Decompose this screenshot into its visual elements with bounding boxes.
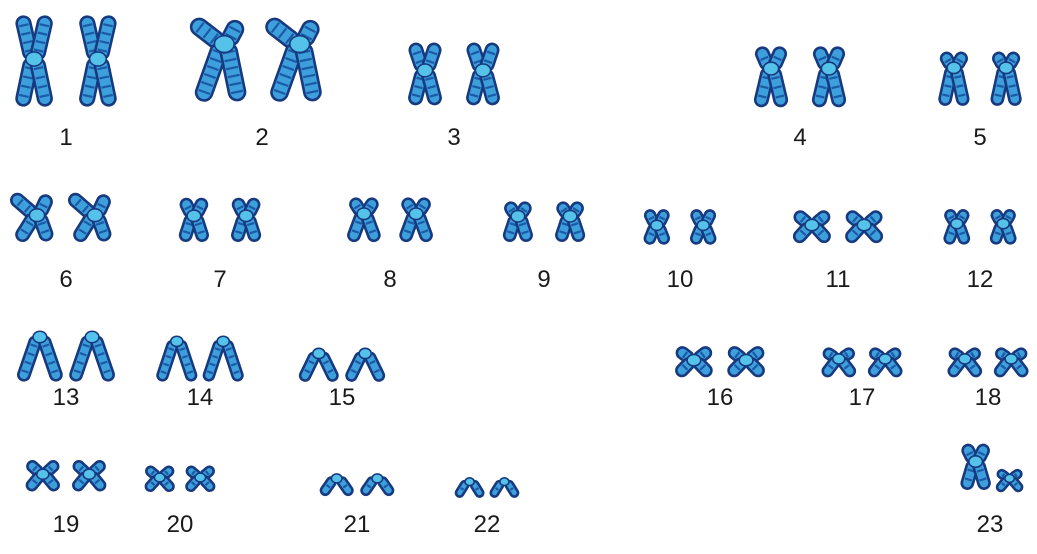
centromere [195, 473, 206, 482]
centromere [805, 219, 819, 231]
centromere [999, 62, 1013, 74]
centromere [26, 52, 43, 66]
centromere [763, 62, 778, 75]
chromosome-pair-22 [455, 478, 520, 498]
pair-label-12: 12 [967, 268, 994, 292]
chromosome-pair-16 [674, 345, 766, 378]
centromere [1005, 474, 1015, 482]
pair-label-9: 9 [537, 268, 550, 292]
centromere [879, 354, 891, 364]
chromosome-pair-7 [179, 197, 262, 242]
pair-label-23: 23 [977, 513, 1004, 537]
pair-label-15: 15 [329, 386, 356, 410]
centromere [171, 336, 183, 346]
chromosome-pair-13 [17, 331, 115, 382]
centromere [187, 210, 201, 222]
chromosome-pair-2 [188, 16, 322, 103]
centromere [239, 210, 253, 222]
centromere [697, 220, 709, 230]
centromere [857, 219, 871, 231]
centromere [90, 52, 107, 66]
chromosome-pair-5 [939, 51, 1022, 106]
pair-label-4: 4 [793, 126, 806, 150]
centromere [357, 208, 371, 220]
pair-label-6: 6 [59, 268, 72, 292]
centromere [83, 469, 95, 479]
centromere [217, 336, 229, 346]
pair-label-8: 8 [383, 268, 396, 292]
centromere [154, 473, 165, 482]
chromosome-pair-4 [754, 46, 846, 107]
pair-label-16: 16 [707, 386, 734, 410]
chromosome-pair-21 [319, 474, 394, 497]
centromere [500, 478, 509, 486]
pair-label-10: 10 [667, 268, 694, 292]
chromosome-pair-17 [821, 347, 903, 378]
centromere [511, 210, 525, 222]
pair-label-7: 7 [213, 268, 226, 292]
centromere [417, 64, 432, 77]
pair-label-13: 13 [53, 386, 80, 410]
chromosome-pair-3 [408, 42, 500, 105]
chromosome-pair-12 [943, 209, 1016, 245]
pair-label-17: 17 [849, 386, 876, 410]
centromere [87, 209, 102, 222]
chromosome-pair-18 [947, 347, 1029, 378]
centromere [1005, 354, 1017, 364]
chromosome-pair-15 [298, 348, 385, 382]
centromere [821, 62, 836, 75]
centromere [85, 331, 99, 343]
centromere [29, 209, 44, 222]
pair-label-3: 3 [447, 126, 460, 150]
chromosome-pair-23 [960, 443, 1023, 492]
centromere [997, 219, 1009, 229]
centromere [331, 474, 342, 483]
chromosome-pair-14 [156, 336, 243, 381]
pair-label-1: 1 [59, 126, 72, 150]
centromere [33, 331, 47, 343]
pair-label-18: 18 [975, 386, 1002, 410]
pair-label-21: 21 [344, 513, 371, 537]
chromosome-pair-9 [503, 201, 586, 243]
centromere [214, 36, 234, 53]
centromere [959, 354, 971, 364]
chromosome-pair-20 [144, 465, 216, 493]
chromosome-pair-19 [25, 459, 107, 492]
pair-label-11: 11 [826, 268, 851, 292]
centromere [833, 354, 845, 364]
centromere [947, 62, 961, 74]
pair-label-14: 14 [187, 386, 214, 410]
centromere [687, 354, 701, 366]
centromere [465, 478, 474, 486]
chromosome-pair-1 [15, 15, 116, 106]
centromere [951, 219, 963, 229]
pair-label-22: 22 [474, 513, 501, 537]
chromosome-pair-8 [347, 197, 433, 243]
chromosome-pair-11 [792, 209, 884, 244]
centromere [563, 210, 577, 222]
pair-label-2: 2 [255, 126, 268, 150]
pair-label-20: 20 [167, 513, 194, 537]
centromere [37, 469, 49, 479]
centromere [475, 64, 490, 77]
pair-label-5: 5 [973, 126, 986, 150]
centromere [409, 208, 423, 220]
centromere [313, 348, 325, 358]
centromere [290, 36, 310, 53]
centromere [359, 348, 371, 358]
centromere [739, 354, 753, 366]
chromosome-pair-6 [9, 192, 112, 244]
centromere [969, 456, 983, 468]
centromere [372, 474, 383, 483]
centromere [651, 220, 663, 230]
pair-label-19: 19 [53, 513, 80, 537]
chromosome-pair-10 [643, 209, 716, 245]
